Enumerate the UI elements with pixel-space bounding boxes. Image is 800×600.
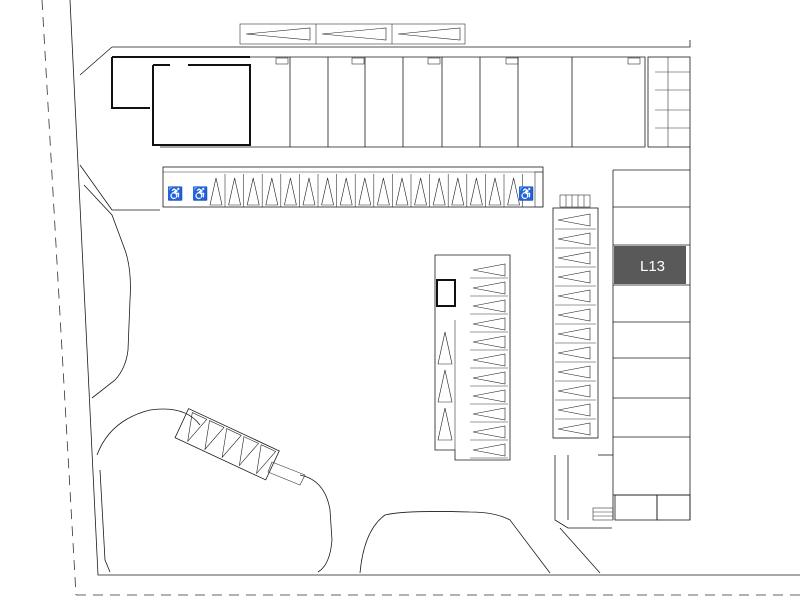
parking-stall-row [209, 174, 523, 207]
east-building [598, 147, 691, 521]
parking-stall-arrow-icon [470, 177, 483, 206]
parking-stall-arrow-icon [377, 177, 390, 206]
parking-stall-arrow-icon [557, 346, 591, 360]
parking-stall-arrow-icon [472, 353, 506, 367]
parking-stall-arrow-icon [488, 177, 502, 206]
parking-stall-arrow-icon [246, 177, 260, 206]
parking-stall-arrow-icon [228, 177, 241, 206]
parking-stall-arrow-icon [472, 371, 506, 385]
parking-stall-arrow-icon [437, 331, 453, 365]
parking-stall-arrow-icon [557, 213, 591, 227]
parking-stall-arrow-icon [472, 443, 506, 457]
parking-stall-column [470, 263, 508, 459]
parking-stall-arrow-icon [265, 177, 279, 206]
parking-stall-arrow-icon [472, 281, 506, 295]
parking-stall-arrow-icon [395, 177, 409, 206]
parking-stall-arrow-icon [321, 177, 334, 206]
parking-stall-arrow-icon [557, 251, 591, 265]
parking-stall-arrow-icon [209, 177, 223, 206]
central-parking-island [434, 254, 511, 461]
parking-stall-arrow-icon [557, 289, 591, 303]
parking-stall-arrow-icon [507, 177, 520, 206]
parking-stall-arrow-icon [302, 177, 316, 206]
stairs-icon [559, 194, 591, 208]
parking-stall-arrow-icon [557, 308, 591, 322]
parking-stall-arrow-icon [472, 407, 506, 421]
accessible-parking-icon: ♿ [167, 186, 183, 201]
top-street-parking [239, 23, 466, 45]
parking-stall-arrow-icon [187, 412, 208, 443]
north-building [111, 56, 646, 148]
parking-stall-arrow-icon [256, 444, 277, 475]
parking-stall-column [437, 331, 453, 441]
parking-stall-row [187, 412, 277, 475]
parking-stall-arrow-icon [238, 436, 259, 467]
right-parking-column [552, 207, 599, 439]
parking-stall-arrow-icon [437, 407, 453, 441]
parking-stall-arrow-icon [557, 365, 591, 379]
unit-l13[interactable]: L13 [614, 246, 686, 284]
property-boundary [41, 0, 800, 596]
parking-stall-arrow-icon [451, 177, 465, 206]
unit-label-l13: L13 [640, 258, 665, 275]
parking-stall-arrow-icon [358, 177, 372, 206]
parking-stall-arrow-icon [472, 389, 506, 403]
restroom-fixtures-icon [275, 57, 641, 65]
parking-stall-arrow-icon [557, 403, 591, 417]
parking-stall-arrow-icon [437, 369, 453, 403]
parking-stall-arrow-icon [557, 232, 591, 246]
accessible-parking-icon: ♿ [518, 186, 534, 201]
parking-stall-arrow-icon [284, 177, 297, 206]
parking-stall-arrow-icon [557, 327, 591, 341]
accessible-parking-icon: ♿ [192, 186, 208, 201]
parking-stall-arrow-icon [472, 263, 506, 277]
parking-stall-arrow-icon [472, 299, 506, 313]
parking-stall-arrow-icon [221, 428, 242, 459]
parking-stall-arrow-icon [472, 317, 506, 331]
accessible-parking-row: ♿ ♿ ♿ [162, 166, 544, 208]
parking-stall-arrow-icon [339, 177, 353, 206]
corner-service-block [647, 56, 691, 148]
parking-stall-arrow-icon [414, 177, 427, 206]
stairs-icon [267, 461, 306, 486]
southwest-angled-parking [174, 408, 306, 486]
parking-stall-arrow-icon [472, 335, 506, 349]
parking-stall-column [555, 213, 596, 439]
parking-stall-arrow-icon [557, 270, 591, 284]
parking-stall-arrow-icon [472, 425, 506, 439]
parking-stall-arrow-icon [204, 420, 225, 451]
parking-stall-arrow-icon [557, 422, 591, 436]
parking-stall-arrow-icon [557, 384, 591, 398]
parking-stall-arrow-icon [432, 177, 446, 206]
stairs-icon [592, 507, 614, 521]
site-edges [69, 0, 800, 576]
